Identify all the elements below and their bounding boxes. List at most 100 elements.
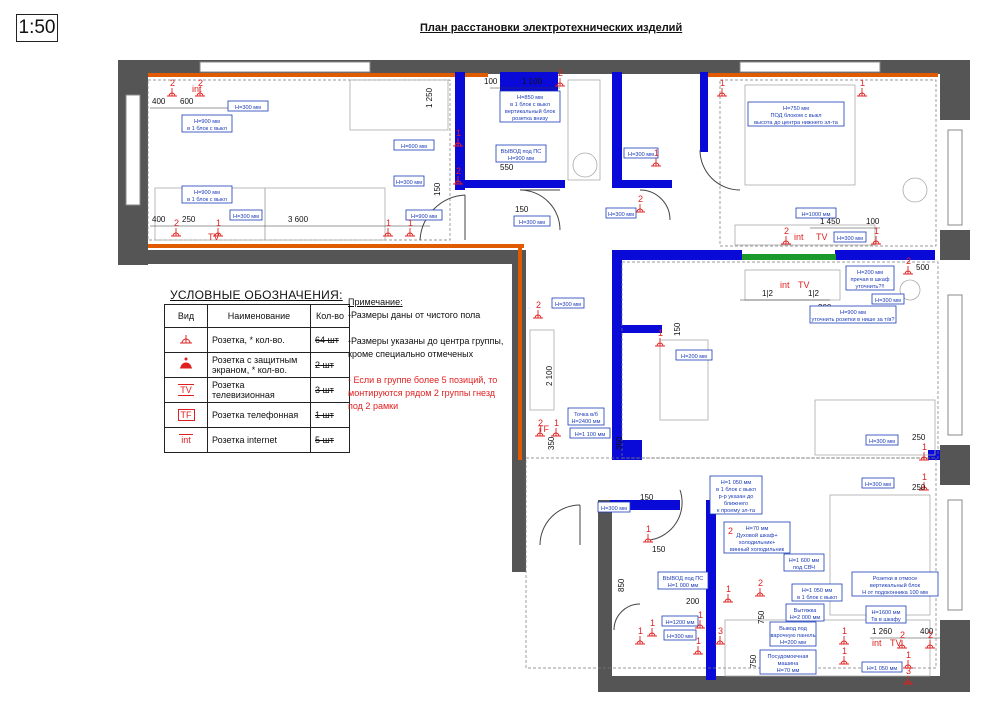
socket-count: 2 bbox=[638, 194, 643, 204]
dimension-label: 600 bbox=[180, 97, 194, 106]
tv-socket-icon: TV bbox=[798, 280, 810, 290]
dimension-label: 500 bbox=[916, 263, 930, 272]
dimension-label: 350 bbox=[547, 436, 556, 450]
callout-box bbox=[747, 101, 845, 127]
internet-socket-glyph: int bbox=[179, 434, 193, 445]
callout-text: H=1 600 мм bbox=[789, 558, 820, 564]
socket-icon bbox=[551, 428, 561, 437]
legend-header-row: Вид Наименование Кол-во bbox=[164, 304, 350, 328]
socket-count: 1 bbox=[554, 418, 559, 428]
dimension-label: 150 bbox=[433, 182, 442, 196]
callout-text: H=900 мм bbox=[840, 310, 866, 316]
callout-text: высота до центра нижнего эл-та bbox=[754, 120, 839, 126]
socket-count: 2 bbox=[928, 630, 933, 640]
callout-text: розетка внизу bbox=[512, 116, 548, 122]
legend-header-name: Наименование bbox=[207, 304, 311, 328]
socket-icon bbox=[535, 428, 545, 437]
socket-count: 2 bbox=[728, 526, 733, 536]
socket-count: 1 bbox=[720, 78, 725, 88]
callout-box bbox=[723, 521, 791, 554]
callout-text: H=1 050 мм bbox=[867, 666, 898, 672]
legend-row-count: 1 шт bbox=[310, 402, 350, 428]
callout-text: H=300 мм bbox=[233, 214, 259, 220]
callout-text: Тв в шкафу bbox=[871, 617, 901, 623]
socket-icon bbox=[555, 78, 565, 87]
callout-text: к проему эл-та bbox=[717, 508, 756, 514]
callout-text: H=200 мм bbox=[681, 354, 707, 360]
callout-text: Вывод под bbox=[779, 626, 807, 632]
callout-text: машина bbox=[778, 661, 800, 667]
dimension-label: 1 100 bbox=[522, 77, 543, 86]
socket-count: 2 bbox=[198, 78, 203, 88]
socket-count: 1 bbox=[646, 524, 651, 534]
legend-row: Розетка, * кол-во. 64 шт bbox=[164, 327, 350, 353]
legend-table: Вид Наименование Кол-во Розетка, * кол-в… bbox=[164, 304, 350, 453]
socket-count: 1 bbox=[386, 218, 391, 228]
socket-count: 2 bbox=[906, 256, 911, 266]
socket-icon bbox=[903, 660, 913, 669]
callout-box bbox=[499, 90, 561, 123]
socket-count: 1 bbox=[860, 78, 865, 88]
socket-count: 2 bbox=[538, 418, 543, 428]
socket-icon bbox=[171, 228, 181, 237]
callout-text: уточнить?!! bbox=[855, 284, 885, 290]
socket-icon bbox=[717, 88, 727, 97]
socket-icon bbox=[925, 640, 935, 649]
callout-text: H от подоконника 100 мм bbox=[862, 590, 928, 596]
socket-count: 1 bbox=[638, 626, 643, 636]
callout-text: в 1 блок с выкл bbox=[510, 102, 550, 108]
callout-box bbox=[809, 305, 897, 324]
callout-text: ПОД блоком с выкл bbox=[770, 113, 821, 119]
socket-icon bbox=[635, 204, 645, 213]
callout-text: H=300 мм bbox=[555, 302, 581, 308]
callout-text: под СВЧ bbox=[793, 565, 815, 571]
callout-text: в 1 блок с выкл bbox=[716, 487, 756, 493]
socket-icon bbox=[897, 640, 907, 649]
socket-count: 1 bbox=[906, 650, 911, 660]
callout-box bbox=[181, 114, 233, 133]
dimension-label: 150 bbox=[640, 493, 654, 502]
socket-icon bbox=[655, 338, 665, 347]
socket-count: 1 bbox=[658, 328, 663, 338]
notes-block: Примечание: -Размеры даны от чистого пол… bbox=[348, 296, 508, 413]
callout-text: H=300 мм bbox=[396, 180, 422, 186]
callout-box bbox=[569, 427, 611, 439]
socket-count: 1 bbox=[650, 618, 655, 628]
socket-icon bbox=[533, 310, 543, 319]
callout-text: H=70 мм bbox=[777, 668, 800, 674]
dimension-label: 150 bbox=[652, 545, 666, 554]
phone-socket-glyph: TF bbox=[177, 409, 195, 421]
callout-text: Посудомоечная bbox=[768, 654, 809, 660]
notes-line: -Размеры даны от чистого пола bbox=[348, 310, 481, 320]
callout-text: вертикальный блок bbox=[870, 582, 921, 589]
callout-text: H=850 мм bbox=[517, 95, 543, 101]
callout-text: в 1 блок с выкл bbox=[187, 126, 227, 132]
dimension-label: 200 bbox=[686, 597, 700, 606]
callout-text: H=1200 мм bbox=[666, 620, 695, 626]
dimension-label: 150 bbox=[515, 205, 529, 214]
callout-text: H=300 мм bbox=[865, 482, 891, 488]
callout-text: пречая в шкаф bbox=[851, 277, 890, 283]
socket-count: 2 bbox=[170, 78, 175, 88]
callout-text: Духовой шкаф+ bbox=[736, 532, 777, 539]
socket-count: 3 bbox=[906, 666, 911, 676]
callout-text: H=750 мм bbox=[783, 106, 809, 112]
socket-count: 1 bbox=[654, 148, 659, 158]
legend-row-name: Розетка телефонная bbox=[207, 402, 311, 428]
dimension-label: 100 bbox=[866, 217, 880, 226]
scale-label: 1:50 bbox=[16, 14, 58, 42]
dimension-label: 3 600 bbox=[288, 215, 309, 224]
legend-row-name: Розетка с защитным экраном, * кол-во. bbox=[207, 352, 311, 378]
callout-box bbox=[597, 501, 631, 513]
dimension-label: 400 bbox=[152, 215, 166, 224]
legend-header-view: Вид bbox=[164, 304, 208, 328]
legend-row: TF Розетка телефонная 1 шт bbox=[164, 402, 350, 428]
dimension-label: 1 260 bbox=[872, 627, 893, 636]
callout-text: ВЫВОД под ПС bbox=[663, 576, 704, 582]
callout-box bbox=[393, 175, 425, 187]
socket-count: 1 bbox=[456, 128, 461, 138]
callout-text: H=300 мм bbox=[628, 152, 654, 158]
legend-row: int Розетка internet 5 шт bbox=[164, 427, 350, 453]
